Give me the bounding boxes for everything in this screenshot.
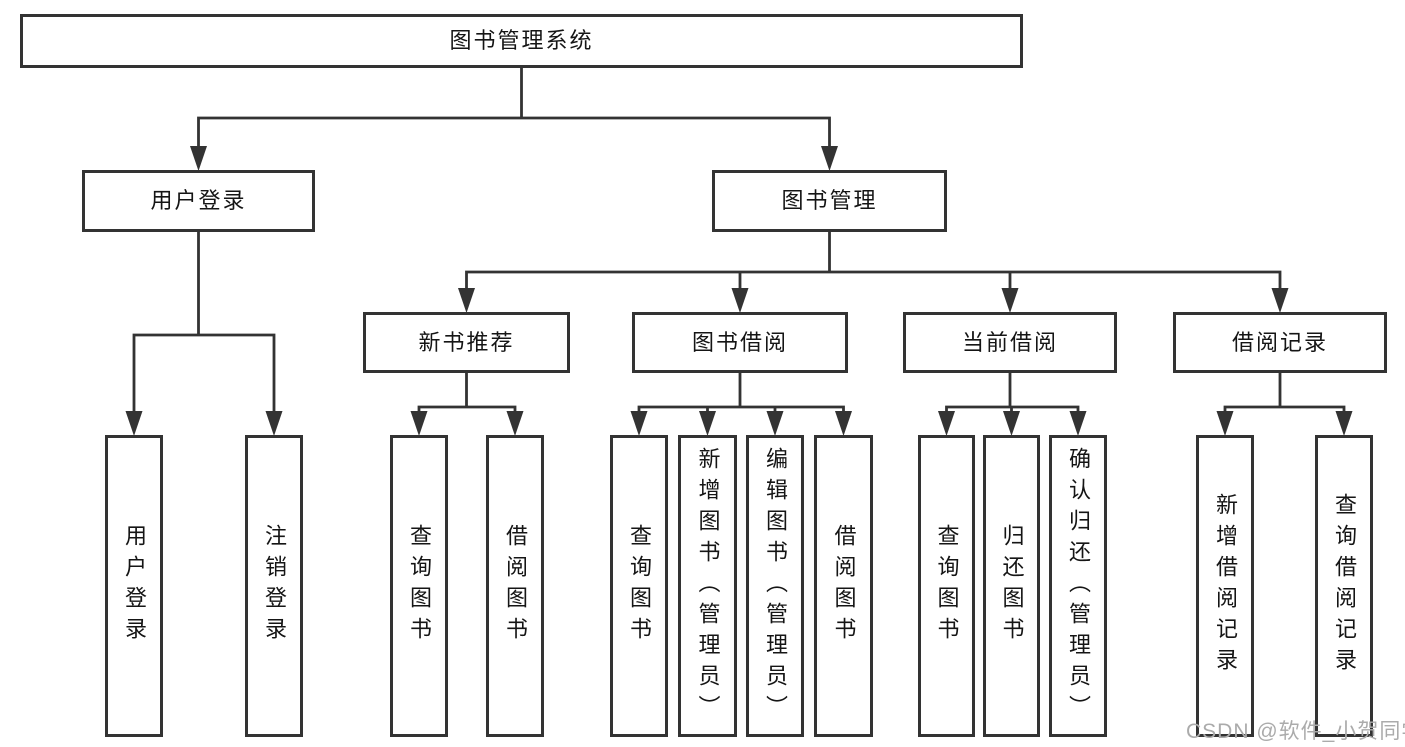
node-leaf-bb-query-label: 查询图书 (627, 524, 652, 648)
node-leaf-nb-query-label: 查询图书 (407, 524, 432, 648)
node-leaf-logout-label: 注销登录 (262, 524, 287, 648)
node-leaf-br-query-label: 查询借阅记录 (1332, 493, 1357, 679)
node-book-mgmt-branch: 图书管理 (712, 170, 947, 232)
node-new-books: 新书推荐 (363, 312, 570, 373)
node-leaf-bb-edit-label: 编辑图书（管理员） (763, 446, 788, 726)
node-leaf-nb-query: 查询图书 (390, 435, 448, 737)
node-borrow-records-label: 借阅记录 (1231, 329, 1328, 355)
node-leaf-br-query: 查询借阅记录 (1315, 435, 1373, 737)
node-root: 图书管理系统 (20, 14, 1023, 68)
node-leaf-bb-query: 查询图书 (610, 435, 668, 737)
node-leaf-bb-add-label: 新增图书（管理员） (695, 446, 721, 726)
node-user-login-branch-label: 用户登录 (150, 188, 247, 213)
node-leaf-br-add: 新增借阅记录 (1196, 435, 1254, 737)
node-leaf-br-add-label: 新增借阅记录 (1213, 493, 1238, 679)
node-root-label: 图书管理系统 (449, 28, 594, 53)
node-leaf-cb-confirm: 确认归还（管理员） (1049, 435, 1107, 737)
node-borrow-records: 借阅记录 (1173, 312, 1387, 373)
node-leaf-bb-add: 新增图书（管理员） (678, 435, 737, 737)
node-leaf-nb-borrow: 借阅图书 (486, 435, 544, 737)
node-leaf-logout: 注销登录 (245, 435, 303, 737)
csdn-watermark: CSDN @软件_小贺同学 (1186, 720, 1405, 743)
node-book-borrow-label: 图书借阅 (691, 329, 788, 355)
node-leaf-bb-borrow-label: 借阅图书 (831, 524, 857, 648)
node-leaf-user-login-label: 用户登录 (122, 524, 147, 648)
node-leaf-bb-edit: 编辑图书（管理员） (746, 435, 804, 737)
node-leaf-nb-borrow-label: 借阅图书 (503, 524, 528, 648)
node-current-borrow-label: 当前借阅 (961, 329, 1058, 355)
node-leaf-cb-query: 查询图书 (918, 435, 975, 737)
node-user-login-branch: 用户登录 (82, 170, 315, 232)
node-leaf-cb-confirm-label: 确认归还（管理员） (1066, 446, 1091, 726)
node-book-borrow: 图书借阅 (632, 312, 848, 373)
node-leaf-cb-return: 归还图书 (983, 435, 1040, 737)
node-leaf-bb-borrow: 借阅图书 (814, 435, 873, 737)
node-new-books-label: 新书推荐 (418, 329, 515, 355)
node-book-mgmt-branch-label: 图书管理 (781, 188, 878, 213)
node-leaf-cb-query-label: 查询图书 (934, 524, 960, 648)
node-leaf-cb-return-label: 归还图书 (999, 524, 1025, 648)
node-current-borrow: 当前借阅 (903, 312, 1117, 373)
node-leaf-user-login: 用户登录 (105, 435, 163, 737)
